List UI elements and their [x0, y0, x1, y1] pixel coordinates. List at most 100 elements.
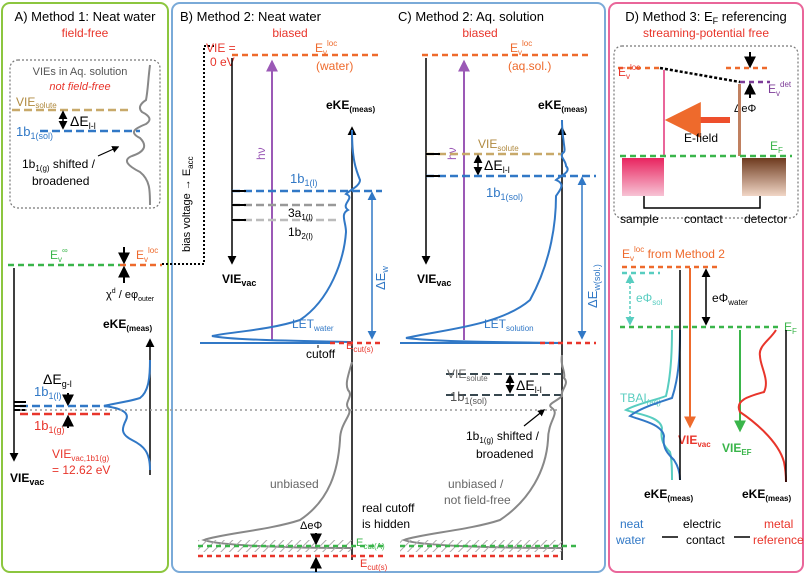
- unbiased-label-c-1: unbiased /: [448, 477, 504, 491]
- let-label-c: LETsolution: [484, 317, 534, 333]
- b1-sol-label: 1b1(sol): [16, 124, 53, 141]
- delta-ew-label: ΔEw: [373, 266, 390, 290]
- ev-loc-label-c: Evloc: [510, 39, 532, 57]
- sample-label: sample: [620, 212, 659, 226]
- delta-e-ll-label-c2: ΔEl-l: [516, 377, 542, 395]
- bias-voltage-label: bias voltage → Eacc: [181, 156, 195, 252]
- metal-label-2: reference: [753, 533, 804, 547]
- hv-label-b: hν: [254, 147, 268, 160]
- panel-c-title: C) Method 2: Aq. solution: [398, 9, 544, 24]
- panel-a-subtitle: field-free: [62, 26, 109, 40]
- spectrum-b: [211, 129, 362, 343]
- ecut-s-top-label: Ecut(s): [346, 340, 374, 354]
- vie-value-label: = 12.62 eV: [52, 463, 110, 477]
- ecut-s-label: Ecut(s): [360, 558, 388, 572]
- cutoff-label: cutoff: [306, 347, 336, 361]
- vie-solute-label: VIEsolute: [16, 95, 57, 110]
- ev-loc-paren-c: (aq.sol.): [508, 59, 551, 73]
- metal-label-1: metal: [764, 517, 793, 531]
- b1-sol-label-c2: 1b1(sol): [450, 389, 487, 406]
- b2-l-label: 1b2(l): [288, 225, 313, 241]
- panel-d-inset: [613, 45, 799, 219]
- panel-a-title: A) Method 1: Neat water: [15, 9, 157, 24]
- eke-label-d1: eKE(meas): [644, 487, 693, 503]
- ef-label-d: EF: [770, 139, 783, 155]
- detector-block: [742, 158, 786, 196]
- delta-e-ll-label: ΔEl-l: [70, 113, 96, 131]
- let-label-b: LETwater: [292, 317, 334, 333]
- vie-zero-label-2: 0 eV: [210, 55, 235, 69]
- vie-solute-label-c: VIEsolute: [478, 137, 519, 153]
- ev-loc-method2-label: Evloc from Method 2: [622, 245, 725, 263]
- shifted-arrow-c: [523, 409, 546, 427]
- vie-ef-label: VIEEF: [722, 441, 752, 457]
- sample-block: [622, 158, 664, 196]
- panel-b-subtitle: biased: [272, 26, 307, 40]
- ev-inf-label: Ev∞: [50, 246, 68, 264]
- ev-loc-paren-b: (water): [316, 59, 353, 73]
- inset-title-1: VIEs in Aq. solution: [33, 66, 128, 78]
- b1-sol-label-c: 1b1(sol): [486, 185, 523, 202]
- spectrum-a: [103, 359, 151, 471]
- ev-det-label: Evdet: [768, 80, 792, 98]
- neat-water-spectrum: [628, 329, 681, 481]
- delta-e-ll-label-c: ΔEl-l: [484, 157, 510, 175]
- vie-vac-1b1-label: VIEvac,1b1(g): [52, 447, 109, 463]
- shifted-label-c-1: 1b1(g) shifted /: [466, 429, 540, 445]
- eke-label-b: eKE(meas): [326, 98, 375, 114]
- efield-label: E-field: [684, 131, 718, 145]
- real-cutoff-label-1: real cutoff: [362, 501, 415, 515]
- detector-wall: [738, 84, 741, 156]
- spectrum-c: [405, 119, 569, 344]
- ev-loc-label-d: Evloc: [618, 63, 640, 81]
- ecut-a-label: Ecut(A): [356, 537, 385, 551]
- detector-label: detector: [744, 212, 787, 226]
- b1-l-label-a: 1b1(l): [34, 384, 61, 401]
- delta-phi-label-d: ΔeΦ: [734, 103, 756, 115]
- vie-solute-label-c2: VIEsolute: [447, 367, 488, 383]
- panel-d-subtitle: streaming-potential free: [643, 26, 769, 40]
- panel-c: C) Method 2: Aq. solution biased Evloc (…: [398, 9, 602, 560]
- ephi-water-label: eΦwater: [712, 291, 748, 307]
- delta-egl-label: ΔEg-l: [43, 371, 72, 389]
- eke-label-a: eKE(meas): [103, 317, 152, 333]
- panel-d-frame: [608, 2, 804, 573]
- unbiased-spectrum-b: [201, 361, 353, 549]
- ev-loc-label-b: Evloc: [315, 39, 337, 57]
- panel-a-frame: [1, 2, 169, 573]
- shifted-label-1: 1b1(g) shifted /: [22, 157, 96, 173]
- electric-label-2: contact: [686, 533, 725, 547]
- shifted-label-2: broadened: [32, 174, 89, 188]
- unbiased-label-c-2: not field-free: [444, 493, 511, 507]
- vie-vac-label-b: VIEvac: [222, 272, 256, 288]
- ephi-sol-label: eΦsol: [636, 291, 663, 307]
- a1-l-label: 3a1(l): [288, 206, 313, 222]
- ef-label-d2: EF: [784, 320, 797, 336]
- b1-g-label-a: 1b1(g): [34, 418, 64, 435]
- chi-label: χd / eφouter: [106, 288, 155, 303]
- real-cutoff-label-2: is hidden: [362, 517, 410, 531]
- eke-label-d2: eKE(meas): [742, 487, 791, 503]
- neat-label-2: water: [615, 533, 645, 547]
- panel-a: A) Method 1: Neat water field-free VIEs …: [8, 9, 216, 487]
- delta-phi-label-b: ΔeΦ: [300, 520, 322, 532]
- panel-d: D) Method 3: EF referencing streaming-po…: [613, 9, 804, 547]
- bias-link-line: [162, 45, 216, 265]
- panel-b-title: B) Method 2: Neat water: [180, 9, 322, 24]
- unbiased-label-b: unbiased: [270, 477, 319, 491]
- eke-label-c: eKE(meas): [538, 98, 587, 114]
- efield-gradient-line: [659, 66, 741, 84]
- contact-label: contact: [684, 212, 723, 226]
- panel-bc-frame: [171, 2, 606, 573]
- shifted-arrow: [97, 146, 120, 157]
- ev-loc-label-a: Evloc: [136, 246, 158, 264]
- tbai-label: TBAI(aq): [620, 391, 661, 407]
- vie-vac-label-c: VIEvac: [417, 272, 451, 288]
- inset-spectrum: [125, 64, 151, 206]
- panel-c-subtitle: biased: [462, 26, 497, 40]
- metal-spectrum: [737, 329, 787, 483]
- panel-b: B) Method 2: Neat water biased VIE = 0 e…: [20, 9, 560, 572]
- electric-label-1: electric: [683, 517, 721, 531]
- inset-title-2: not field-free: [49, 81, 110, 93]
